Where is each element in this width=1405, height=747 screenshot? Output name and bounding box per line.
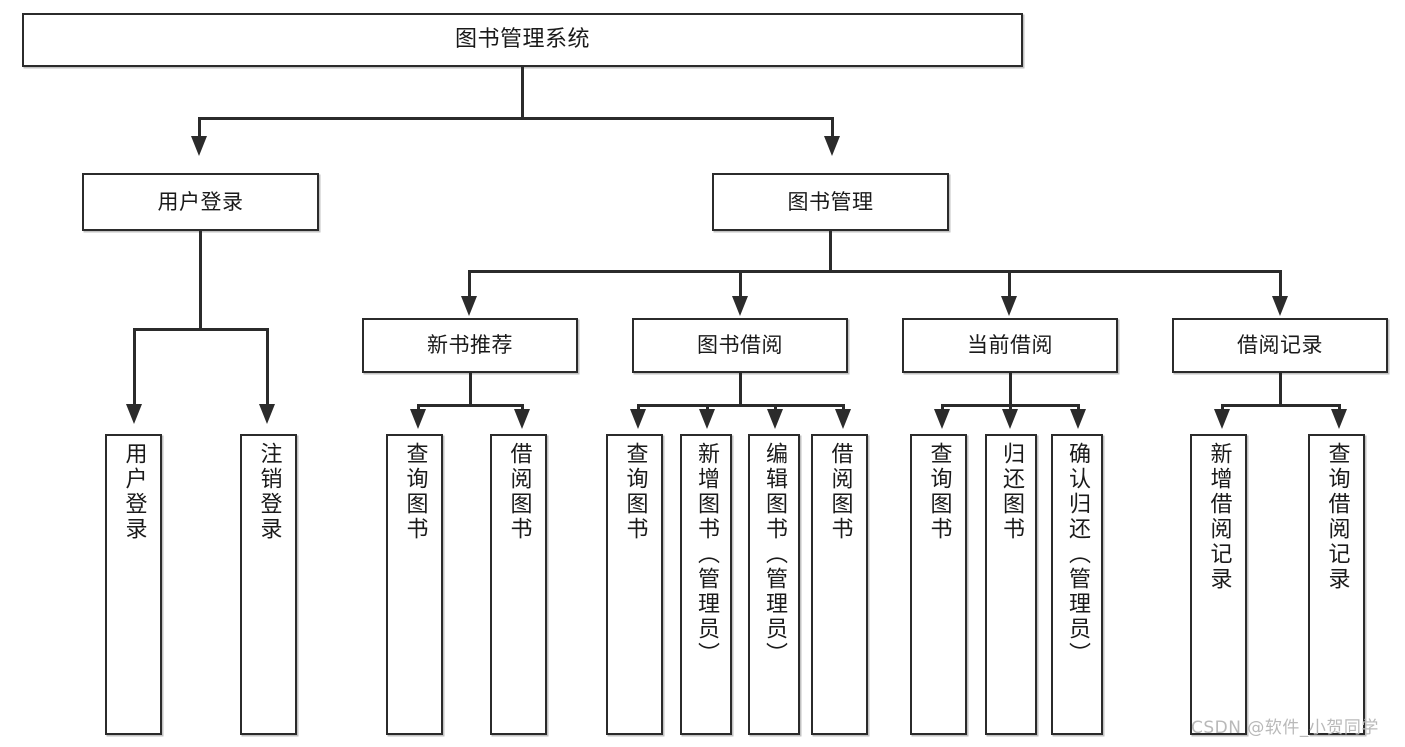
arrow-to-leaf-logout [259, 404, 275, 424]
arrow-to-cb-leaf-1 [934, 409, 950, 429]
node-user-login[interactable]: 用户登录 [82, 173, 319, 231]
node-label: 确认归还（管理员） [1065, 442, 1090, 667]
leaf-logout[interactable]: 注销登录 [240, 434, 297, 735]
node-label: 用户登录 [157, 189, 244, 214]
arrow-to-br-leaf-2 [1331, 409, 1347, 429]
connector-bb-drop-3 [774, 404, 777, 410]
connector-level2-drop-left [198, 117, 201, 139]
connector-br-drop-2 [1338, 404, 1341, 410]
arrow-to-book-manage [824, 136, 840, 156]
node-label: 借阅图书 [827, 442, 853, 542]
node-label: 借阅记录 [1237, 333, 1323, 358]
node-label: 新增图书（管理员） [694, 442, 719, 667]
arrow-to-book-borrow [732, 296, 748, 316]
leaf-br-query-record[interactable]: 查询借阅记录 [1308, 434, 1365, 735]
connector-cb-drop-1 [941, 404, 944, 410]
connector-nbr-bus [417, 404, 524, 407]
connector-nbr-drop-1 [417, 404, 420, 410]
node-label: 查询图书 [926, 442, 952, 542]
arrow-to-bb-leaf-1 [630, 409, 646, 429]
node-new-book-recommend[interactable]: 新书推荐 [362, 318, 578, 373]
node-label: 查询图书 [402, 442, 428, 542]
arrow-to-bb-leaf-2 [699, 409, 715, 429]
connector-bb-drop-4 [842, 404, 845, 410]
connector-user-login-drop-1 [133, 328, 136, 406]
node-label: 新增借阅记录 [1206, 442, 1232, 592]
node-label: 编辑图书（管理员） [762, 442, 787, 667]
connector-br-stem [1279, 373, 1282, 406]
node-book-borrow[interactable]: 图书借阅 [632, 318, 848, 373]
node-label: 借阅图书 [506, 442, 532, 542]
node-label: 用户登录 [121, 442, 147, 542]
leaf-bb-query-book[interactable]: 查询图书 [606, 434, 663, 735]
node-book-manage[interactable]: 图书管理 [712, 173, 949, 231]
node-label: 当前借阅 [967, 333, 1053, 358]
connector-book-manage-stem [829, 231, 832, 272]
leaf-cb-return-book[interactable]: 归还图书 [985, 434, 1037, 735]
arrow-to-current-borrow [1001, 296, 1017, 316]
node-label: 查询借阅记录 [1324, 442, 1350, 592]
node-label: 新书推荐 [427, 333, 513, 358]
connector-level3-drop-4 [1279, 270, 1282, 298]
leaf-cb-confirm-return[interactable]: 确认归还（管理员） [1051, 434, 1103, 735]
node-label: 归还图书 [999, 442, 1024, 542]
arrow-to-nbr-leaf-1 [410, 409, 426, 429]
arrow-to-nbr-leaf-2 [514, 409, 530, 429]
node-label: 注销登录 [256, 442, 282, 542]
connector-bb-drop-1 [637, 404, 640, 410]
arrow-to-borrow-record [1272, 296, 1288, 316]
connector-cb-drop-2 [1009, 404, 1012, 410]
leaf-bb-add-book[interactable]: 新增图书（管理员） [680, 434, 732, 735]
connector-bb-bus [637, 404, 845, 407]
arrow-to-br-leaf-1 [1214, 409, 1230, 429]
node-label: 图书管理系统 [454, 27, 590, 53]
node-label: 图书借阅 [697, 333, 783, 358]
node-current-borrow[interactable]: 当前借阅 [902, 318, 1118, 373]
connector-bb-stem [739, 373, 742, 406]
leaf-br-add-record[interactable]: 新增借阅记录 [1190, 434, 1247, 735]
leaf-cb-query-book[interactable]: 查询图书 [910, 434, 967, 735]
connector-cb-drop-3 [1077, 404, 1080, 410]
connector-br-drop-1 [1221, 404, 1224, 410]
connector-level3-bus [468, 270, 1282, 273]
connector-nbr-stem [469, 373, 472, 406]
connector-level2-bus [198, 117, 834, 120]
connector-level2-drop-right [831, 117, 834, 139]
connector-nbr-drop-2 [521, 404, 524, 410]
connector-bb-drop-2 [706, 404, 709, 410]
leaf-user-login[interactable]: 用户登录 [105, 434, 162, 735]
arrow-to-new-book-recommend [461, 296, 477, 316]
leaf-bb-edit-book[interactable]: 编辑图书（管理员） [748, 434, 800, 735]
connector-user-login-bus [133, 328, 268, 331]
connector-user-login-stem [199, 231, 202, 330]
connector-br-bus [1221, 404, 1341, 407]
node-root-system[interactable]: 图书管理系统 [22, 13, 1023, 67]
node-label: 查询图书 [622, 442, 648, 542]
leaf-nbr-borrow-book[interactable]: 借阅图书 [490, 434, 547, 735]
arrow-to-cb-leaf-3 [1070, 409, 1086, 429]
connector-user-login-drop-2 [266, 328, 269, 406]
connector-cb-stem [1009, 373, 1012, 406]
arrow-to-bb-leaf-3 [767, 409, 783, 429]
leaf-bb-borrow-book[interactable]: 借阅图书 [811, 434, 868, 735]
connector-root-stem [521, 67, 524, 119]
arrow-to-user-login [191, 136, 207, 156]
connector-level3-drop-1 [468, 270, 471, 298]
arrow-to-bb-leaf-4 [835, 409, 851, 429]
node-borrow-record[interactable]: 借阅记录 [1172, 318, 1388, 373]
connector-level3-drop-3 [1008, 270, 1011, 298]
arrow-to-leaf-user-login [126, 404, 142, 424]
leaf-nbr-query-book[interactable]: 查询图书 [386, 434, 443, 735]
node-label: 图书管理 [787, 189, 874, 214]
connector-level3-drop-2 [739, 270, 742, 298]
arrow-to-cb-leaf-2 [1002, 409, 1018, 429]
